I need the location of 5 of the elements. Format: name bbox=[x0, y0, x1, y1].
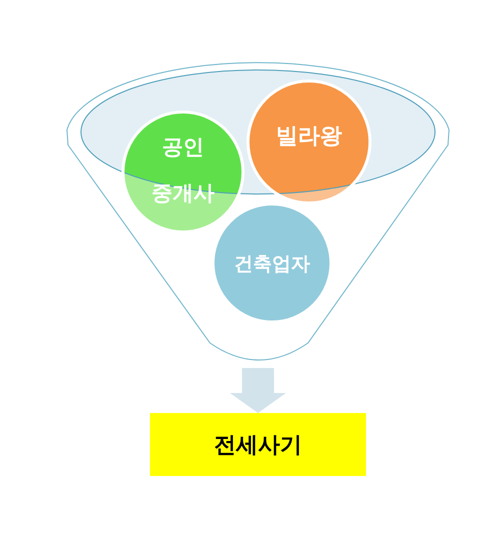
circle-label: 건축업자 bbox=[234, 252, 310, 276]
circle-label: 빌라왕 bbox=[276, 124, 342, 150]
result-banner: 전세사기 bbox=[150, 413, 366, 476]
block-arrow bbox=[230, 368, 286, 413]
circle-label: 공인 중개사 bbox=[150, 134, 216, 207]
